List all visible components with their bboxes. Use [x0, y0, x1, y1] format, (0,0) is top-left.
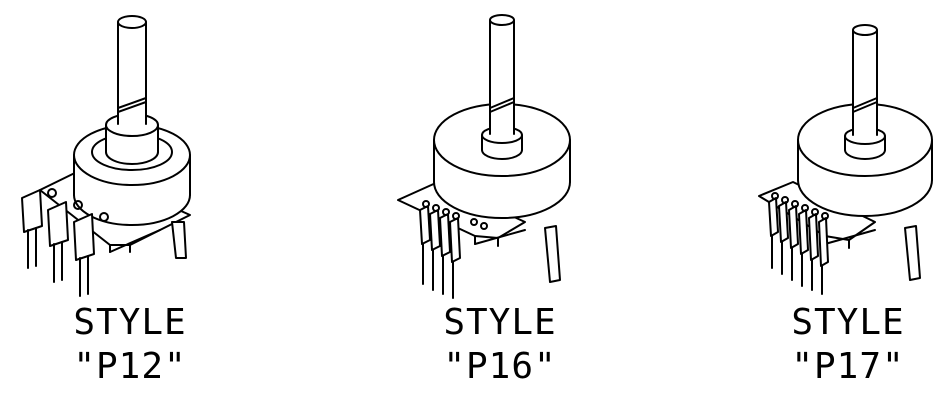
- style-code-label: "P17": [791, 346, 905, 387]
- potentiometer-p16-drawing: [397, 14, 571, 299]
- potentiometer-figure-p12: STYLE "P12": [0, 0, 260, 417]
- potentiometer-figure-p16: STYLE "P16": [380, 0, 620, 417]
- potentiometer-p17-drawing: [758, 24, 933, 295]
- style-label: STYLE: [73, 302, 187, 343]
- style-label: STYLE: [791, 302, 905, 343]
- style-label: STYLE: [443, 302, 557, 343]
- style-code-label: "P12": [73, 346, 187, 387]
- potentiometer-p12-drawing: [21, 15, 191, 297]
- potentiometer-figure-p17: STYLE "P17": [745, 0, 951, 417]
- style-code-label: "P16": [443, 346, 557, 387]
